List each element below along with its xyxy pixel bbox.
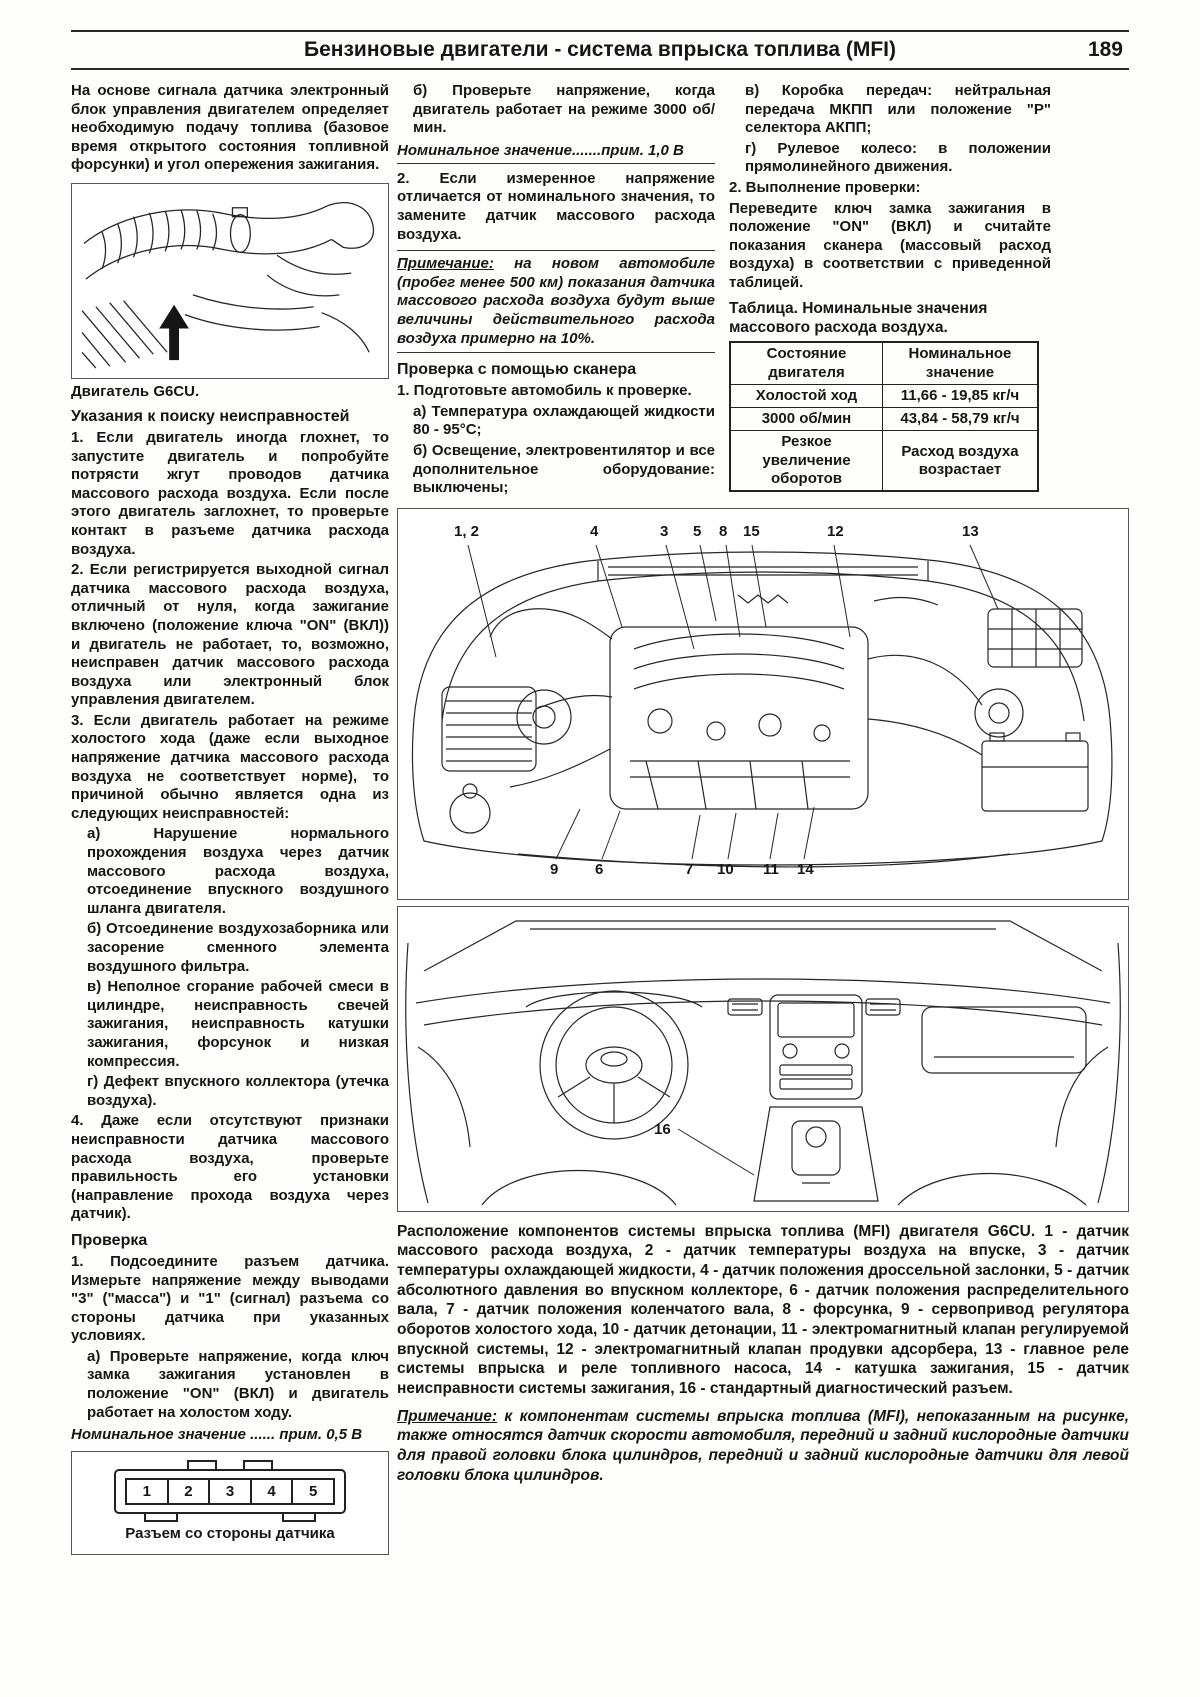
connector-caption: Разъем со стороны датчика — [125, 1525, 335, 1543]
scanner-subitem: а) Температура охлаждающей жидкости 80 -… — [413, 402, 715, 439]
callout-label: 12 — [827, 522, 844, 540]
table-row: 3000 об/мин 43,84 - 58,79 кг/ч — [729, 407, 1039, 432]
table-row: Резкое увеличение оборотов Расход воздух… — [729, 430, 1039, 492]
nominal-value-idle: Номинальное значение ...... прим. 0,5 В — [71, 1426, 363, 1444]
callout-label: 3 — [660, 522, 669, 540]
airflow-arrow-icon — [159, 304, 189, 361]
fault-item: 4. Даже если отсутствуют признаки неиспр… — [71, 1112, 389, 1223]
note-new-car: Примечание: на новом автомобиле (пробег … — [397, 250, 715, 354]
table-header-cell: Состояние двигателя — [729, 341, 883, 385]
right-item: Переведите ключ замка зажигания в положе… — [729, 199, 1051, 291]
engine-bay-drawing — [411, 544, 1113, 868]
connector-tabs — [114, 1460, 346, 1470]
note-text: к компонентам системы впрыска топлива (M… — [397, 1407, 1129, 1484]
connector-body: 1 2 3 4 5 — [114, 1469, 346, 1515]
scanner-subitem: б) Освещение, электровентилятор и все до… — [413, 441, 715, 497]
table-cell: Холостой ход — [729, 383, 883, 409]
callout-label: 1, 2 — [454, 522, 480, 540]
right-item: г) Рулевое колесо: в положении прямолине… — [745, 139, 1051, 176]
callout-label: 14 — [797, 860, 814, 878]
dashboard-drawing — [405, 920, 1121, 1206]
page-body: На основе сигнала датчика электронный бл… — [71, 82, 1129, 1559]
page-number: 189 — [1087, 38, 1123, 61]
table-cell: 43,84 - 58,79 кг/ч — [881, 407, 1039, 432]
engine-intake-figure — [71, 182, 389, 379]
fault-subitem: г) Дефект впускного коллектора (утечка в… — [87, 1073, 389, 1109]
right-column: в) Коробка передач: нейтральная передача… — [729, 82, 1051, 500]
check-item: 1. Подсоедините разъем датчика. Измерьте… — [71, 1252, 389, 1345]
connector-drawing: 1 2 3 4 5 — [114, 1460, 346, 1523]
nominal-value-3000: Номинальное значение.......прим. 1,0 В — [397, 142, 715, 164]
right-item: в) Коробка передач: нейтральная передача… — [745, 82, 1051, 137]
note-label: Примечание: — [397, 255, 494, 273]
fault-subitem: б) Отсоединение воздухозаборника или зас… — [87, 920, 389, 975]
page-header: Бензиновые двигатели - система впрыска т… — [71, 30, 1129, 70]
table-header-row: Состояние двигателя Номинальное значение — [729, 341, 1039, 385]
table-header-cell: Номинальное значение — [881, 341, 1039, 385]
dashboard-figure: 16 — [397, 905, 1129, 1212]
callout-label: 5 — [693, 522, 702, 540]
callout-label: 9 — [550, 860, 559, 878]
left-column: На основе сигнала датчика электронный бл… — [71, 82, 389, 1559]
right-region: б) Проверьте напряжение, когда двигатель… — [397, 82, 1129, 1559]
fault-item: 1. Если двигатель иногда глохнет, то зап… — [71, 428, 389, 558]
callout-label: 8 — [719, 522, 728, 540]
engine-figure-caption: Двигатель G6CU. — [71, 382, 200, 400]
connector-pin: 1 — [125, 1478, 169, 1506]
check-heading: Проверка — [71, 1231, 148, 1249]
connector-pin: 4 — [249, 1478, 294, 1506]
callout-label: 11 — [763, 860, 779, 878]
callout-label: 4 — [590, 522, 599, 540]
scanner-item: 1. Подготовьте автомобиль к проверке. — [397, 382, 692, 400]
right-item: 2. Выполнение проверки: — [729, 178, 921, 196]
airflow-table: Состояние двигателя Номинальное значение… — [729, 341, 1039, 493]
check-subitem: а) Проверьте напряжение, когда ключ замк… — [87, 1347, 389, 1421]
middle-column: б) Проверьте напряжение, когда двигатель… — [397, 82, 715, 500]
sensor-connector-figure: 1 2 3 4 5 Разъем со стороны датчика — [71, 1451, 389, 1556]
fault-item: 2. Если регистрируется выходной сигнал д… — [71, 561, 389, 709]
page-title: Бензиновые двигатели - система впрыска т… — [304, 38, 896, 61]
fault-subitem: а) Нарушение нормального прохождения воз… — [87, 825, 389, 917]
note-text: на новом автомобиле (пробег менее 500 км… — [397, 255, 715, 347]
callout-label: 13 — [962, 522, 979, 540]
connector-pin: 3 — [208, 1478, 252, 1506]
connector-pin-row: 1 2 3 4 5 — [125, 1478, 335, 1506]
connector-pin: 2 — [166, 1478, 211, 1506]
table-cell: 11,66 - 19,85 кг/ч — [881, 383, 1039, 409]
connector-feet — [114, 1514, 346, 1523]
table-row: Холостой ход 11,66 - 19,85 кг/ч — [729, 383, 1039, 409]
note-label: Примечание: — [397, 1407, 498, 1425]
callout-label: 15 — [743, 522, 760, 540]
callout-label: 16 — [654, 1120, 671, 1138]
mid-item-2: 2. Если измеренное напряжение отличается… — [397, 169, 715, 243]
components-note: Примечание: к компонентам системы впрыск… — [397, 1407, 1129, 1486]
engine-bay-figure: 1, 2 4 3 5 8 15 12 13 9 6 7 10 11 14 — [397, 507, 1129, 900]
fault-subitem: в) Неполное сгорание рабочей смеси в цил… — [87, 978, 389, 1070]
scanner-heading: Проверка с помощью сканера — [397, 361, 637, 379]
callout-label: 10 — [717, 860, 734, 878]
mid-item-b: б) Проверьте напряжение, когда двигатель… — [413, 82, 715, 137]
fault-item: 3. Если двигатель работает на режиме хол… — [71, 711, 389, 822]
upper-text-row: б) Проверьте напряжение, когда двигатель… — [397, 82, 1129, 500]
engine-intake-drawing — [81, 202, 375, 369]
table-cell: 3000 об/мин — [729, 407, 883, 432]
faults-heading: Указания к поиску неисправностей — [71, 407, 350, 425]
intro-paragraph: На основе сигнала датчика электронный бл… — [71, 82, 389, 174]
table-cell: Резкое увеличение оборотов — [729, 430, 883, 492]
callout-label: 7 — [685, 860, 694, 878]
callout-label: 6 — [595, 860, 604, 878]
table-title: Таблица. Номинальные значения массового … — [729, 299, 988, 336]
connector-pin: 5 — [291, 1478, 335, 1506]
table-cell: Расход воздуха возрастает — [881, 430, 1039, 492]
components-caption: Расположение компонентов системы впрыска… — [397, 1222, 1129, 1398]
